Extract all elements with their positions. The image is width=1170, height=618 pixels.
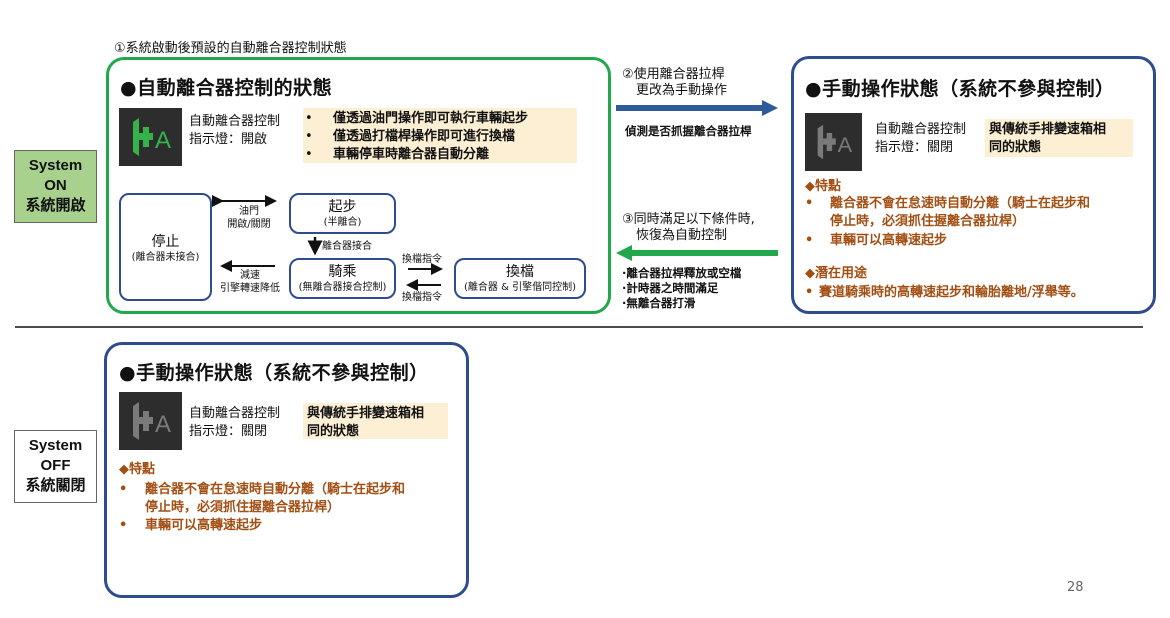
indicator-label-text: 自動離合器控制 — [875, 122, 967, 137]
auto-clutch-icon-gray: A — [805, 113, 862, 171]
conditions-list: ·離合器拉桿釋放或空檔 ·計時器之時間滿足 ·無離合器打滑 — [622, 266, 741, 311]
decel-label: 減速 引擎轉速降低 — [212, 269, 288, 295]
engage-label: 離合器接合 — [322, 241, 372, 252]
auto-clutch-icon-gray: A — [119, 392, 182, 450]
caption-default-state: ①系統啟動後預設的自動離合器控制狀態 — [114, 41, 347, 56]
highlight-line1: 與傳統手排變速箱相 — [989, 122, 1107, 137]
system-off-line2: OFF — [40, 457, 71, 474]
auto-feature-item: 僅透過油門操作即可執行車輛起步 — [305, 110, 573, 128]
features-title: ◆特點 — [119, 462, 155, 477]
manual-indicator-label: 自動離合器控制 指示燈：關閉 — [189, 405, 280, 441]
shift-cmd-label-2: 換檔指令 — [402, 292, 442, 303]
highlight-line2: 同的狀態 — [307, 424, 360, 439]
feature-2: 車輛可以高轉速起步 — [145, 518, 263, 533]
state-ride-sub: (無離合器接合控制) — [298, 282, 387, 293]
feature-item: • 車輛可以高轉速起步 — [119, 517, 262, 535]
auto-clutch-icon-green: A — [119, 108, 182, 166]
condition-item: ·離合器拉桿釋放或空檔 — [622, 266, 742, 280]
throttle-label-2: 開啟/關閉 — [227, 219, 271, 230]
highlight-line2: 同的狀態 — [989, 140, 1042, 155]
auto-indicator-label: 自動離合器控制 指示燈：開啟 — [189, 113, 280, 149]
to-auto-label: ③同時滿足以下條件時, 恢復為自動控制 — [622, 212, 755, 244]
feature-1b: 停止時，必須抓住握離合器拉桿） — [830, 214, 1026, 229]
manual-panel-title: ●手動操作狀態（系統不參與控制） — [805, 78, 1115, 100]
to-manual-label: ②使用離合器拉桿 更改為手動操作 — [622, 67, 727, 99]
use-1: 賽道騎乘時的高轉速起步和輪胎離地/浮舉等。 — [819, 285, 1084, 300]
feature-1a: 離合器不會在怠速時自動分離（騎士在起步和 — [145, 482, 406, 497]
system-on-line2: ON — [44, 177, 67, 194]
bullet: • — [805, 196, 814, 211]
decel-label-2: 引擎轉速降低 — [220, 283, 280, 294]
feature-item: • 車輛可以高轉速起步 — [805, 232, 947, 250]
manual-panel-right — [791, 56, 1156, 314]
use-item: • 賽道騎乘時的高轉速起步和輪胎離地/浮舉等。 — [805, 284, 1084, 302]
to-auto-line2: 恢復為自動控制 — [636, 228, 728, 243]
to-manual-line2: 更改為手動操作 — [636, 83, 728, 98]
auto-features-highlight: 僅透過油門操作即可執行車輛起步 僅透過打檔桿操作即可進行換檔 車輛停車時離合器自… — [303, 108, 577, 164]
manual-highlight: 與傳統手排變速箱相 同的狀態 — [303, 403, 448, 439]
to-auto-line1: ③同時滿足以下條件時, — [622, 212, 755, 227]
auto-panel-title: ●自動離合器控制的狀態 — [120, 77, 333, 99]
manual-panel-title: ●手動操作狀態（系統不參與控制） — [119, 362, 429, 384]
state-ride: 騎乘 (無離合器接合控制) — [289, 258, 396, 299]
manual-panel-system-off — [104, 342, 469, 598]
condition-item: ·計時器之時間滿足 — [622, 281, 719, 295]
indicator-state-text: 指示燈：關閉 — [189, 424, 268, 439]
state-start-title: 起步 — [328, 199, 357, 215]
indicator-label-text: 自動離合器控制 — [189, 114, 281, 129]
auto-feature-item: 僅透過打檔桿操作即可進行換檔 — [305, 128, 573, 146]
state-start: 起步 (半離合) — [289, 193, 396, 234]
indicator-state-text: 指示燈：關閉 — [875, 140, 954, 155]
system-off-line1: System — [28, 437, 83, 454]
svg-text:A: A — [838, 132, 853, 157]
shift-cmd-label-1: 換檔指令 — [402, 254, 442, 265]
svg-text:A: A — [155, 411, 171, 438]
state-stop-title: 停止 — [151, 234, 180, 250]
bullet: • — [805, 233, 814, 248]
highlight-line1: 與傳統手排變速箱相 — [307, 406, 425, 421]
system-off-line3: 系統關閉 — [25, 477, 86, 494]
to-manual-arrow — [616, 100, 778, 116]
state-start-sub: (半離合) — [323, 217, 362, 228]
state-stop-sub: (離合器未接合) — [131, 252, 200, 263]
to-manual-line1: ②使用離合器拉桿 — [622, 67, 725, 82]
state-shift-sub: (離合器 & 引擎偕同控制) — [464, 282, 576, 293]
state-stop: 停止 (離合器未接合) — [119, 193, 212, 301]
feature-item: • 離合器不會在怠速時自動分離（騎士在起步和 停止時，必須抓住握離合器拉桿） — [805, 195, 1090, 231]
features-title: ◆特點 — [805, 179, 841, 194]
condition-item: ·無離合器打滑 — [622, 296, 696, 310]
state-ride-title: 騎乘 — [328, 264, 357, 280]
feature-item: • 離合器不會在怠速時自動分離（騎士在起步和 停止時，必須抓住握離合器拉桿） — [119, 481, 405, 517]
manual-indicator-label: 自動離合器控制 指示燈：關閉 — [875, 121, 966, 157]
feature-1a: 離合器不會在怠速時自動分離（騎士在起步和 — [830, 196, 1091, 211]
indicator-state-text: 指示燈：開啟 — [189, 132, 268, 147]
bullet: • — [805, 285, 814, 300]
system-off-label: System OFF 系統關閉 — [14, 430, 97, 503]
system-on-line1: System — [28, 157, 83, 174]
auto-feature-item: 車輛停車時離合器自動分離 — [305, 146, 573, 164]
to-auto-arrow — [616, 245, 778, 261]
decel-label-1: 減速 — [240, 270, 260, 281]
bullet: • — [119, 518, 128, 533]
auto-clutch-panel — [106, 57, 611, 314]
uses-title: ◆潛在用途 — [805, 266, 867, 281]
state-shift-title: 換檔 — [506, 264, 534, 280]
detect-label: 偵測是否抓握離合器拉桿 — [625, 124, 752, 138]
manual-highlight: 與傳統手排變速箱相 同的狀態 — [985, 119, 1133, 157]
feature-2: 車輛可以高轉速起步 — [830, 233, 948, 248]
system-on-label: System ON 系統開啟 — [14, 150, 97, 223]
feature-1b: 停止時，必須抓住握離合器拉桿） — [145, 500, 341, 515]
throttle-label-1: 油門 — [239, 206, 259, 217]
bullet: • — [119, 482, 128, 497]
svg-text:A: A — [155, 127, 171, 154]
throttle-label: 油門 開啟/關閉 — [222, 205, 276, 231]
indicator-label-text: 自動離合器控制 — [189, 406, 281, 421]
state-shift: 換檔 (離合器 & 引擎偕同控制) — [454, 258, 586, 299]
system-on-line3: 系統開啟 — [25, 197, 86, 214]
page-number: 28 — [1067, 580, 1084, 595]
